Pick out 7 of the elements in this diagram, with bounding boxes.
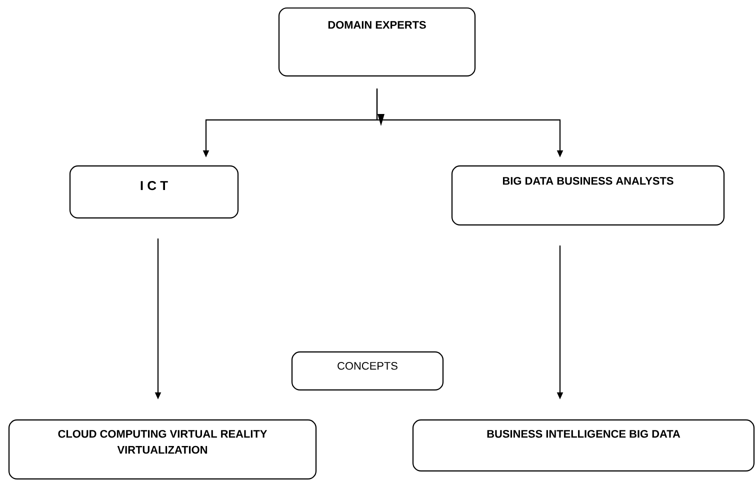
process-box: I C T [69, 165, 239, 219]
process-box: CONCEPTS [291, 351, 444, 391]
process-box: CLOUD COMPUTING VIRTUAL REALITY VIRTUALIZATION [8, 419, 317, 480]
process-box: BUSINESS INTELLIGENCE BIG DATA [412, 419, 755, 472]
process-box: DOMAIN EXPERTS [278, 7, 476, 77]
arrow [378, 114, 384, 126]
process-box: BIG DATA BUSINESS ANALYSTS [451, 165, 725, 226]
